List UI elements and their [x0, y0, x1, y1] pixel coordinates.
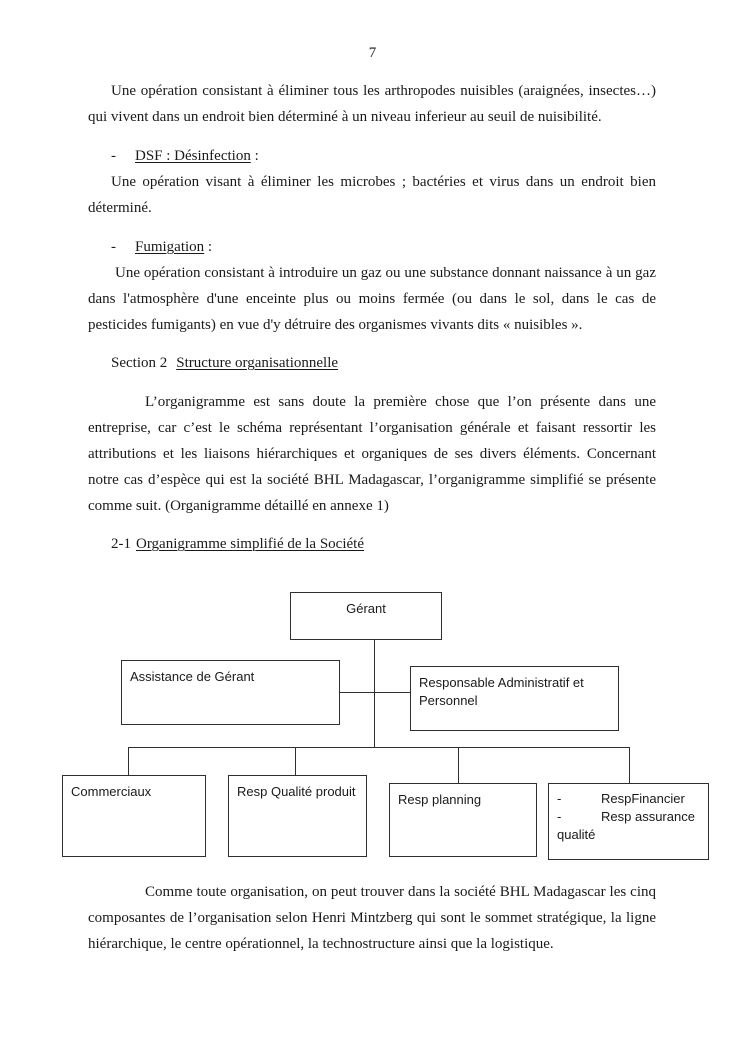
- financier-item-2-label: Resp assurance qualité: [557, 809, 695, 842]
- fumigation-term: Fumigation: [135, 239, 205, 255]
- subsection-2-1-title: Organigramme simplifié de la Société: [136, 536, 364, 552]
- dsf-colon: :: [250, 148, 259, 164]
- financier-item-2: -Resp assurance qualité: [557, 808, 700, 844]
- org-chart: Gérant Assistance de Gérant Responsable …: [0, 590, 745, 862]
- connector-stub-commerciaux: [128, 747, 129, 775]
- section-2-title: Structure organisationnelle: [176, 355, 339, 371]
- commerciaux-label: Commerciaux: [71, 784, 152, 799]
- list-item-dsf: - DSF : Désinfection :: [111, 143, 656, 169]
- orgchart-box-resp-planning: Resp planning: [389, 783, 537, 857]
- resp-planning-label: Resp planning: [398, 792, 482, 807]
- orgchart-box-commerciaux: Commerciaux: [62, 775, 206, 857]
- orgchart-box-resp-admin: Responsable Administratif et Personnel: [410, 666, 619, 731]
- fumigation-colon: :: [204, 239, 213, 255]
- dsf-term: DSF : Désinfection: [135, 148, 251, 164]
- list-item-fumigation: - Fumigation :: [111, 234, 656, 260]
- connector-stub-qualite: [295, 747, 296, 775]
- paragraph-organigramme-intro: L’organigramme est sans doute la premièr…: [88, 394, 656, 514]
- assistance-label: Assistance de Gérant: [130, 669, 255, 684]
- orgchart-box-resp-qualite: Resp Qualité produit: [228, 775, 367, 857]
- paragraph-desinfection: Une opération visant à éliminer les micr…: [88, 174, 656, 216]
- dash-bullet: -: [111, 239, 116, 255]
- financier-item-1-label: RespFinancier: [601, 791, 685, 806]
- orgchart-box-assistance: Assistance de Gérant: [121, 660, 340, 725]
- gerant-label: Gérant: [346, 601, 386, 616]
- subsection-2-1-heading: 2-1 Organigramme simplifié de la Société: [111, 531, 656, 557]
- paragraph-demoustication: Une opération consistant à éliminer tous…: [88, 83, 656, 125]
- resp-admin-label: Responsable Administratif et Personnel: [419, 675, 584, 708]
- connector-stub-financier: [629, 747, 630, 783]
- connector-horizontal-mid: [340, 692, 410, 693]
- dash-bullet: -: [557, 809, 562, 824]
- page-number: 7: [368, 45, 377, 61]
- connector-vertical-main: [374, 640, 375, 748]
- financier-item-1: - RespFinancier: [557, 790, 700, 808]
- subsection-2-1-label: 2-1: [111, 536, 131, 552]
- connector-horizontal-distribution: [128, 747, 630, 748]
- section-2-heading: Section 2 Structure organisationnelle: [111, 350, 656, 376]
- section-2-label: Section 2: [111, 355, 168, 371]
- orgchart-box-financier: -RespFinancier -Resp assurance qualité: [548, 783, 709, 860]
- connector-stub-planning: [458, 747, 459, 783]
- orgchart-box-gerant: Gérant: [290, 592, 442, 640]
- dash-bullet: -: [557, 791, 562, 806]
- paragraph-mintzberg: Comme toute organisation, on peut trouve…: [88, 884, 656, 952]
- paragraph-fumigation-definition: Une opération consistant à introduire un…: [88, 265, 656, 333]
- resp-qualite-label: Resp Qualité produit: [237, 784, 356, 799]
- dash-bullet: -: [111, 148, 116, 164]
